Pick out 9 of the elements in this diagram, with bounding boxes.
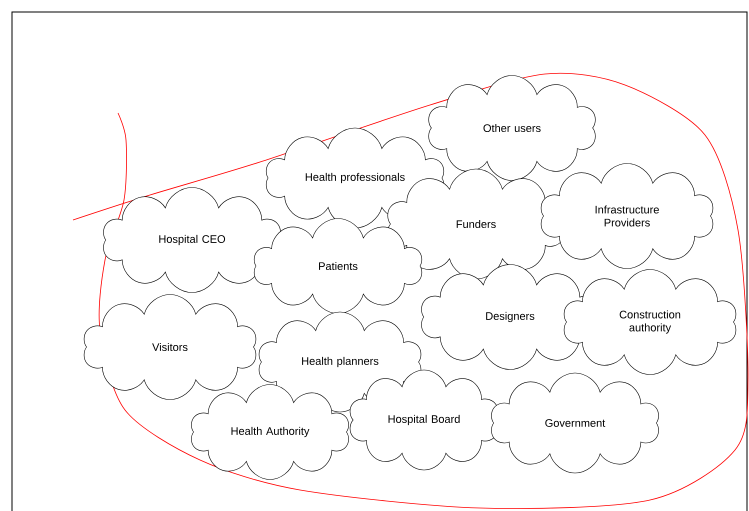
cloud: Other users — [428, 75, 596, 181]
cloud: Government — [491, 372, 659, 474]
cloud: Construction authority — [564, 269, 736, 375]
cloud: Visitors — [84, 294, 256, 400]
cloud: Infrastructure Providers — [540, 163, 714, 269]
cloud: Health Authority — [191, 384, 349, 480]
cloud: Hospital Board — [350, 370, 498, 470]
cloud: Hospital CEO — [103, 187, 281, 293]
cloud: Patients — [254, 218, 422, 314]
